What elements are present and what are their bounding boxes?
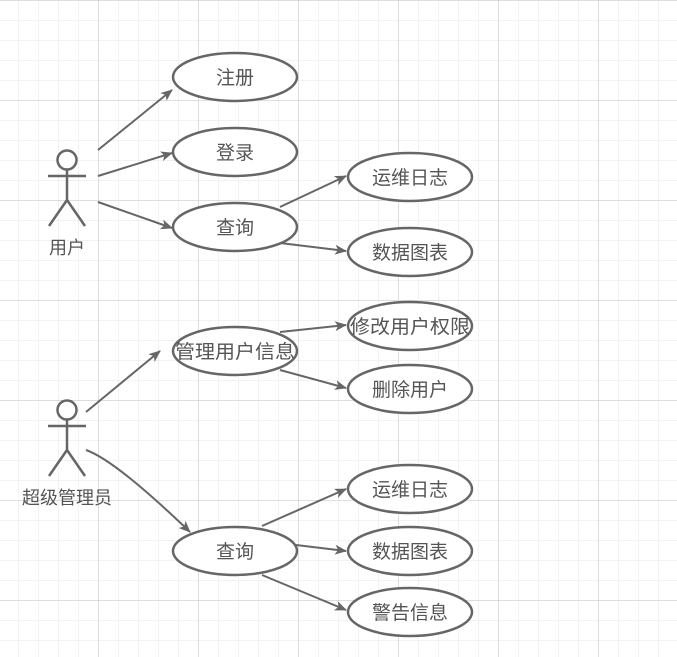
edge-user-login (97, 151, 173, 177)
edge-user-query-opslog (279, 175, 347, 208)
actor-user-head (56, 149, 78, 171)
usecase-admin-ops-log[interactable]: 运维日志 (346, 463, 474, 515)
usecase-user-query[interactable]: 查询 (171, 201, 299, 253)
edge-admin-query-alert (261, 574, 347, 611)
edge-admin-query (85, 449, 191, 533)
actor-admin-label: 超级管理员 (22, 488, 112, 509)
usecase-manage-user-info-label: 管理用户信息 (175, 341, 295, 363)
usecase-user-data-chart-label: 数据图表 (372, 242, 448, 264)
usecase-user-query-label: 查询 (216, 217, 254, 239)
edge-admin-manage (85, 350, 161, 413)
edge-user-query (97, 201, 173, 230)
actor-admin[interactable] (47, 399, 87, 477)
usecase-register[interactable]: 注册 (171, 51, 299, 103)
edge-manage-modify (279, 321, 347, 333)
usecase-user-ops-log[interactable]: 运维日志 (346, 151, 474, 203)
edge-user-query-datachart (279, 242, 347, 255)
edge-user-register (97, 89, 173, 151)
actor-user-label: 用户 (49, 238, 85, 259)
usecase-admin-data-chart[interactable]: 数据图表 (346, 525, 474, 577)
usecase-login-label: 登录 (216, 142, 254, 164)
usecase-alert-info[interactable]: 警告信息 (346, 586, 474, 638)
actor-admin-head (56, 399, 78, 421)
actor-admin-right-leg (65, 449, 87, 477)
usecase-manage-user-info[interactable]: 管理用户信息 (171, 325, 299, 377)
usecase-user-ops-log-label: 运维日志 (372, 167, 448, 189)
usecase-delete-user-label: 删除用户 (372, 379, 448, 401)
usecase-admin-query[interactable]: 查询 (171, 525, 299, 577)
usecase-alert-info-label: 警告信息 (372, 602, 448, 624)
usecase-admin-query-label: 查询 (216, 541, 254, 563)
edge-admin-query-datachart (295, 544, 347, 555)
edge-admin-query-opslog (261, 488, 347, 527)
usecase-modify-permission[interactable]: 修改用户权限 (346, 300, 474, 352)
actor-user-right-leg (65, 199, 87, 227)
actor-user[interactable] (47, 149, 87, 227)
usecase-modify-permission-label: 修改用户权限 (350, 316, 470, 338)
usecase-register-label: 注册 (216, 67, 254, 89)
usecase-admin-ops-log-label: 运维日志 (372, 479, 448, 501)
edge-manage-delete (279, 369, 347, 390)
usecase-login[interactable]: 登录 (171, 126, 299, 178)
actor-admin-left-leg (47, 449, 69, 477)
usecase-admin-data-chart-label: 数据图表 (372, 541, 448, 563)
actor-user-left-leg (47, 199, 69, 227)
usecase-user-data-chart[interactable]: 数据图表 (346, 226, 474, 278)
usecase-delete-user[interactable]: 删除用户 (346, 363, 474, 415)
